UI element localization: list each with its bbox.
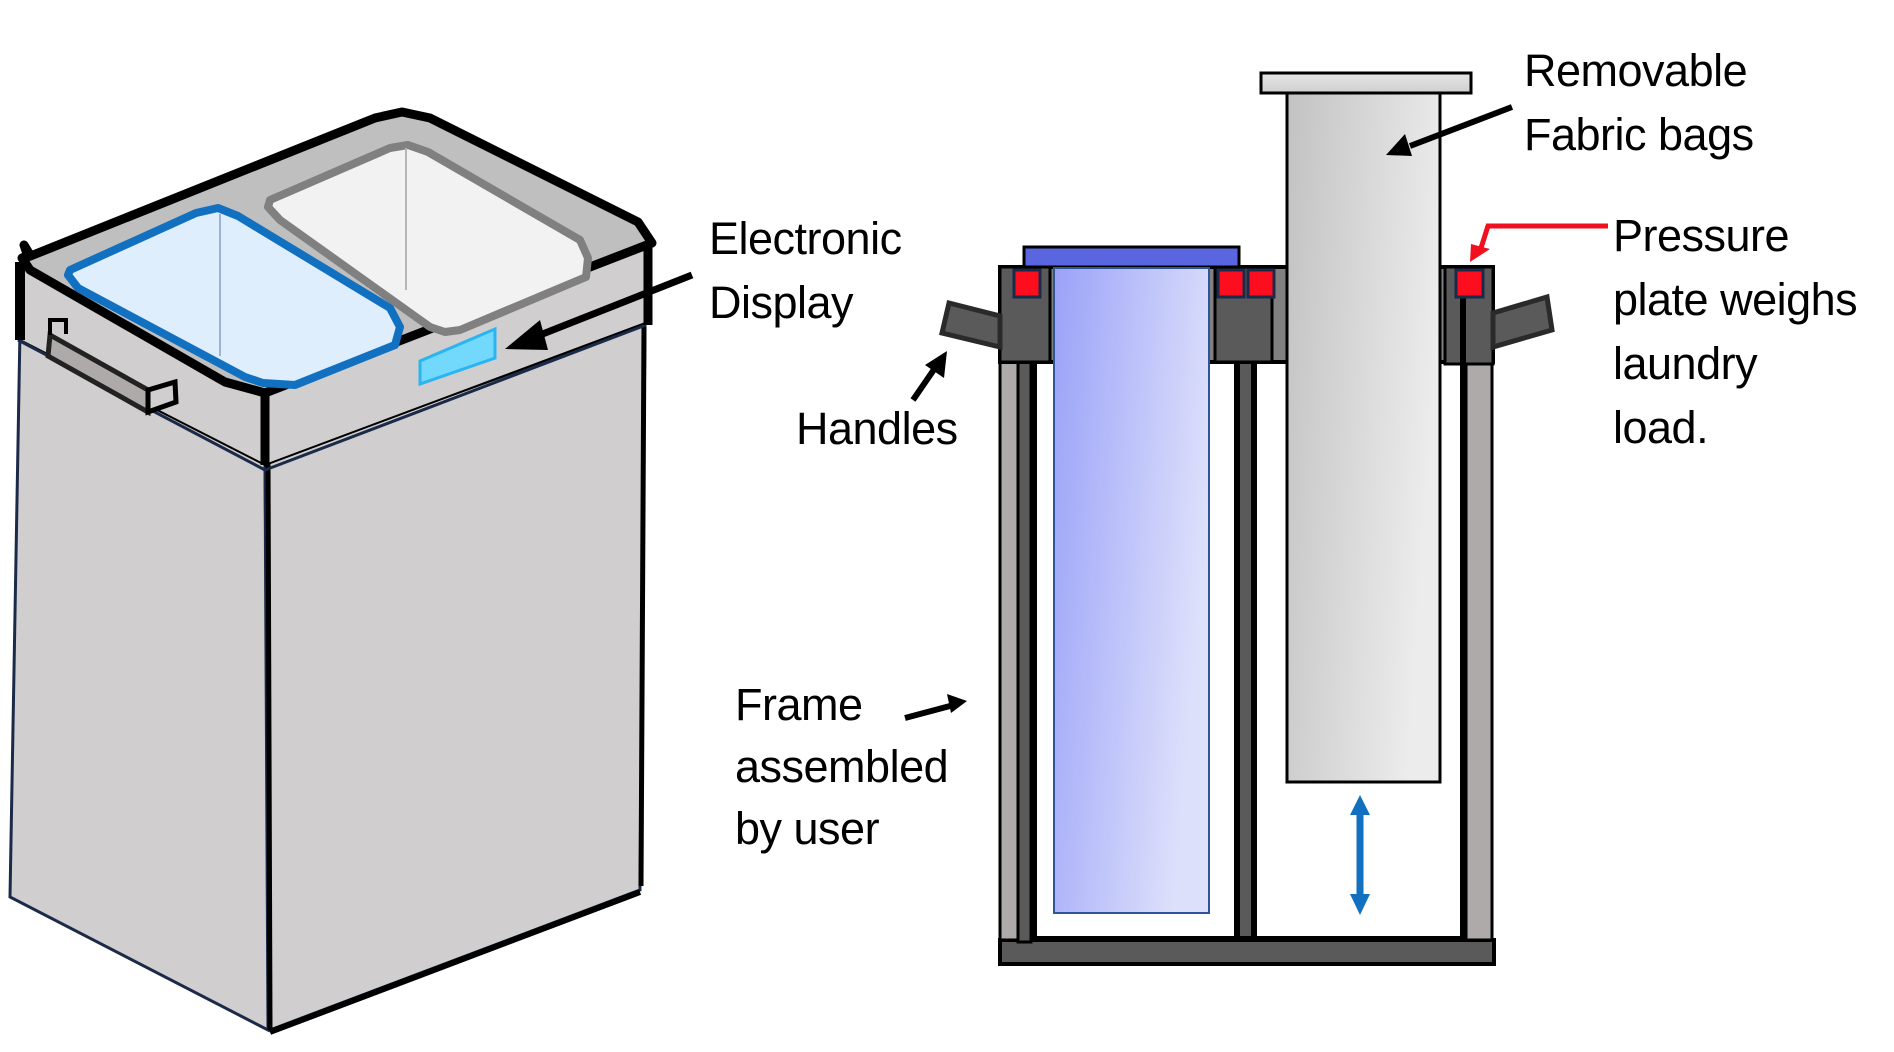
removable-bags-arrow (1386, 104, 1514, 156)
lid-band-bottom-right (264, 323, 647, 472)
electronic-display-arrow (505, 271, 694, 350)
blue-bag-lid (1022, 245, 1241, 269)
frame-right-post (1460, 360, 1494, 942)
label-frame: Frame assembled by user (735, 674, 949, 860)
label-electronic-display: Electronic Display (709, 207, 902, 335)
frame-assembly (939, 265, 1555, 966)
label-line: Fabric bags (1524, 109, 1754, 160)
pressure-plate-3 (1246, 268, 1276, 299)
electronic-display-panel (418, 326, 497, 387)
label-line: assembled (735, 741, 949, 792)
grey-fabric-bag (1259, 71, 1473, 784)
vertical-motion-arrow-icon (1350, 795, 1370, 915)
label-line: laundry (1613, 338, 1758, 389)
hamper-side-handle (45, 318, 179, 417)
frame-left-post (998, 360, 1037, 944)
grey-compartment-opening (264, 141, 592, 336)
frame-base-bar (998, 938, 1496, 966)
label-line: plate weighs (1613, 274, 1858, 325)
pressure-plate-arrow (1470, 223, 1608, 262)
hamper (8, 107, 657, 1035)
grey-bag-body (1285, 91, 1442, 784)
hamper-front-edge (265, 461, 273, 1031)
pressure-plate-4 (1454, 268, 1485, 299)
label-line: by user (735, 803, 880, 854)
frame-right-divider (1460, 267, 1466, 364)
handles-arrow (910, 351, 947, 402)
hamper-bottom-right-edge (268, 889, 642, 1035)
grey-bag-lid (1259, 71, 1473, 95)
pressure-plate-2 (1216, 268, 1246, 299)
frame-right-handle (1490, 293, 1555, 351)
label-line: Handles (796, 403, 958, 454)
label-line: Display (709, 277, 854, 328)
label-line: load. (1613, 402, 1709, 453)
frame-middle-post (1234, 362, 1257, 940)
label-removable-bags: Removable Fabric bags (1524, 39, 1754, 167)
pressure-plate-1 (1012, 268, 1042, 299)
blue-fabric-bag (1022, 245, 1241, 914)
pressure-plates (1012, 268, 1485, 299)
blue-bag-body (1053, 267, 1210, 914)
label-line: Pressure (1613, 210, 1790, 261)
label-line: Frame (735, 679, 863, 730)
frame-arrow (904, 694, 967, 721)
label-line: Electronic (709, 213, 902, 264)
label-handles: Handles (796, 397, 958, 461)
frame-left-handle (939, 299, 1003, 351)
blue-compartment-opening (64, 204, 404, 389)
hamper-right-edge (638, 325, 647, 887)
label-line: Removable (1524, 45, 1748, 96)
label-pressure-plate: Pressure plate weighs laundry load. (1613, 204, 1858, 460)
